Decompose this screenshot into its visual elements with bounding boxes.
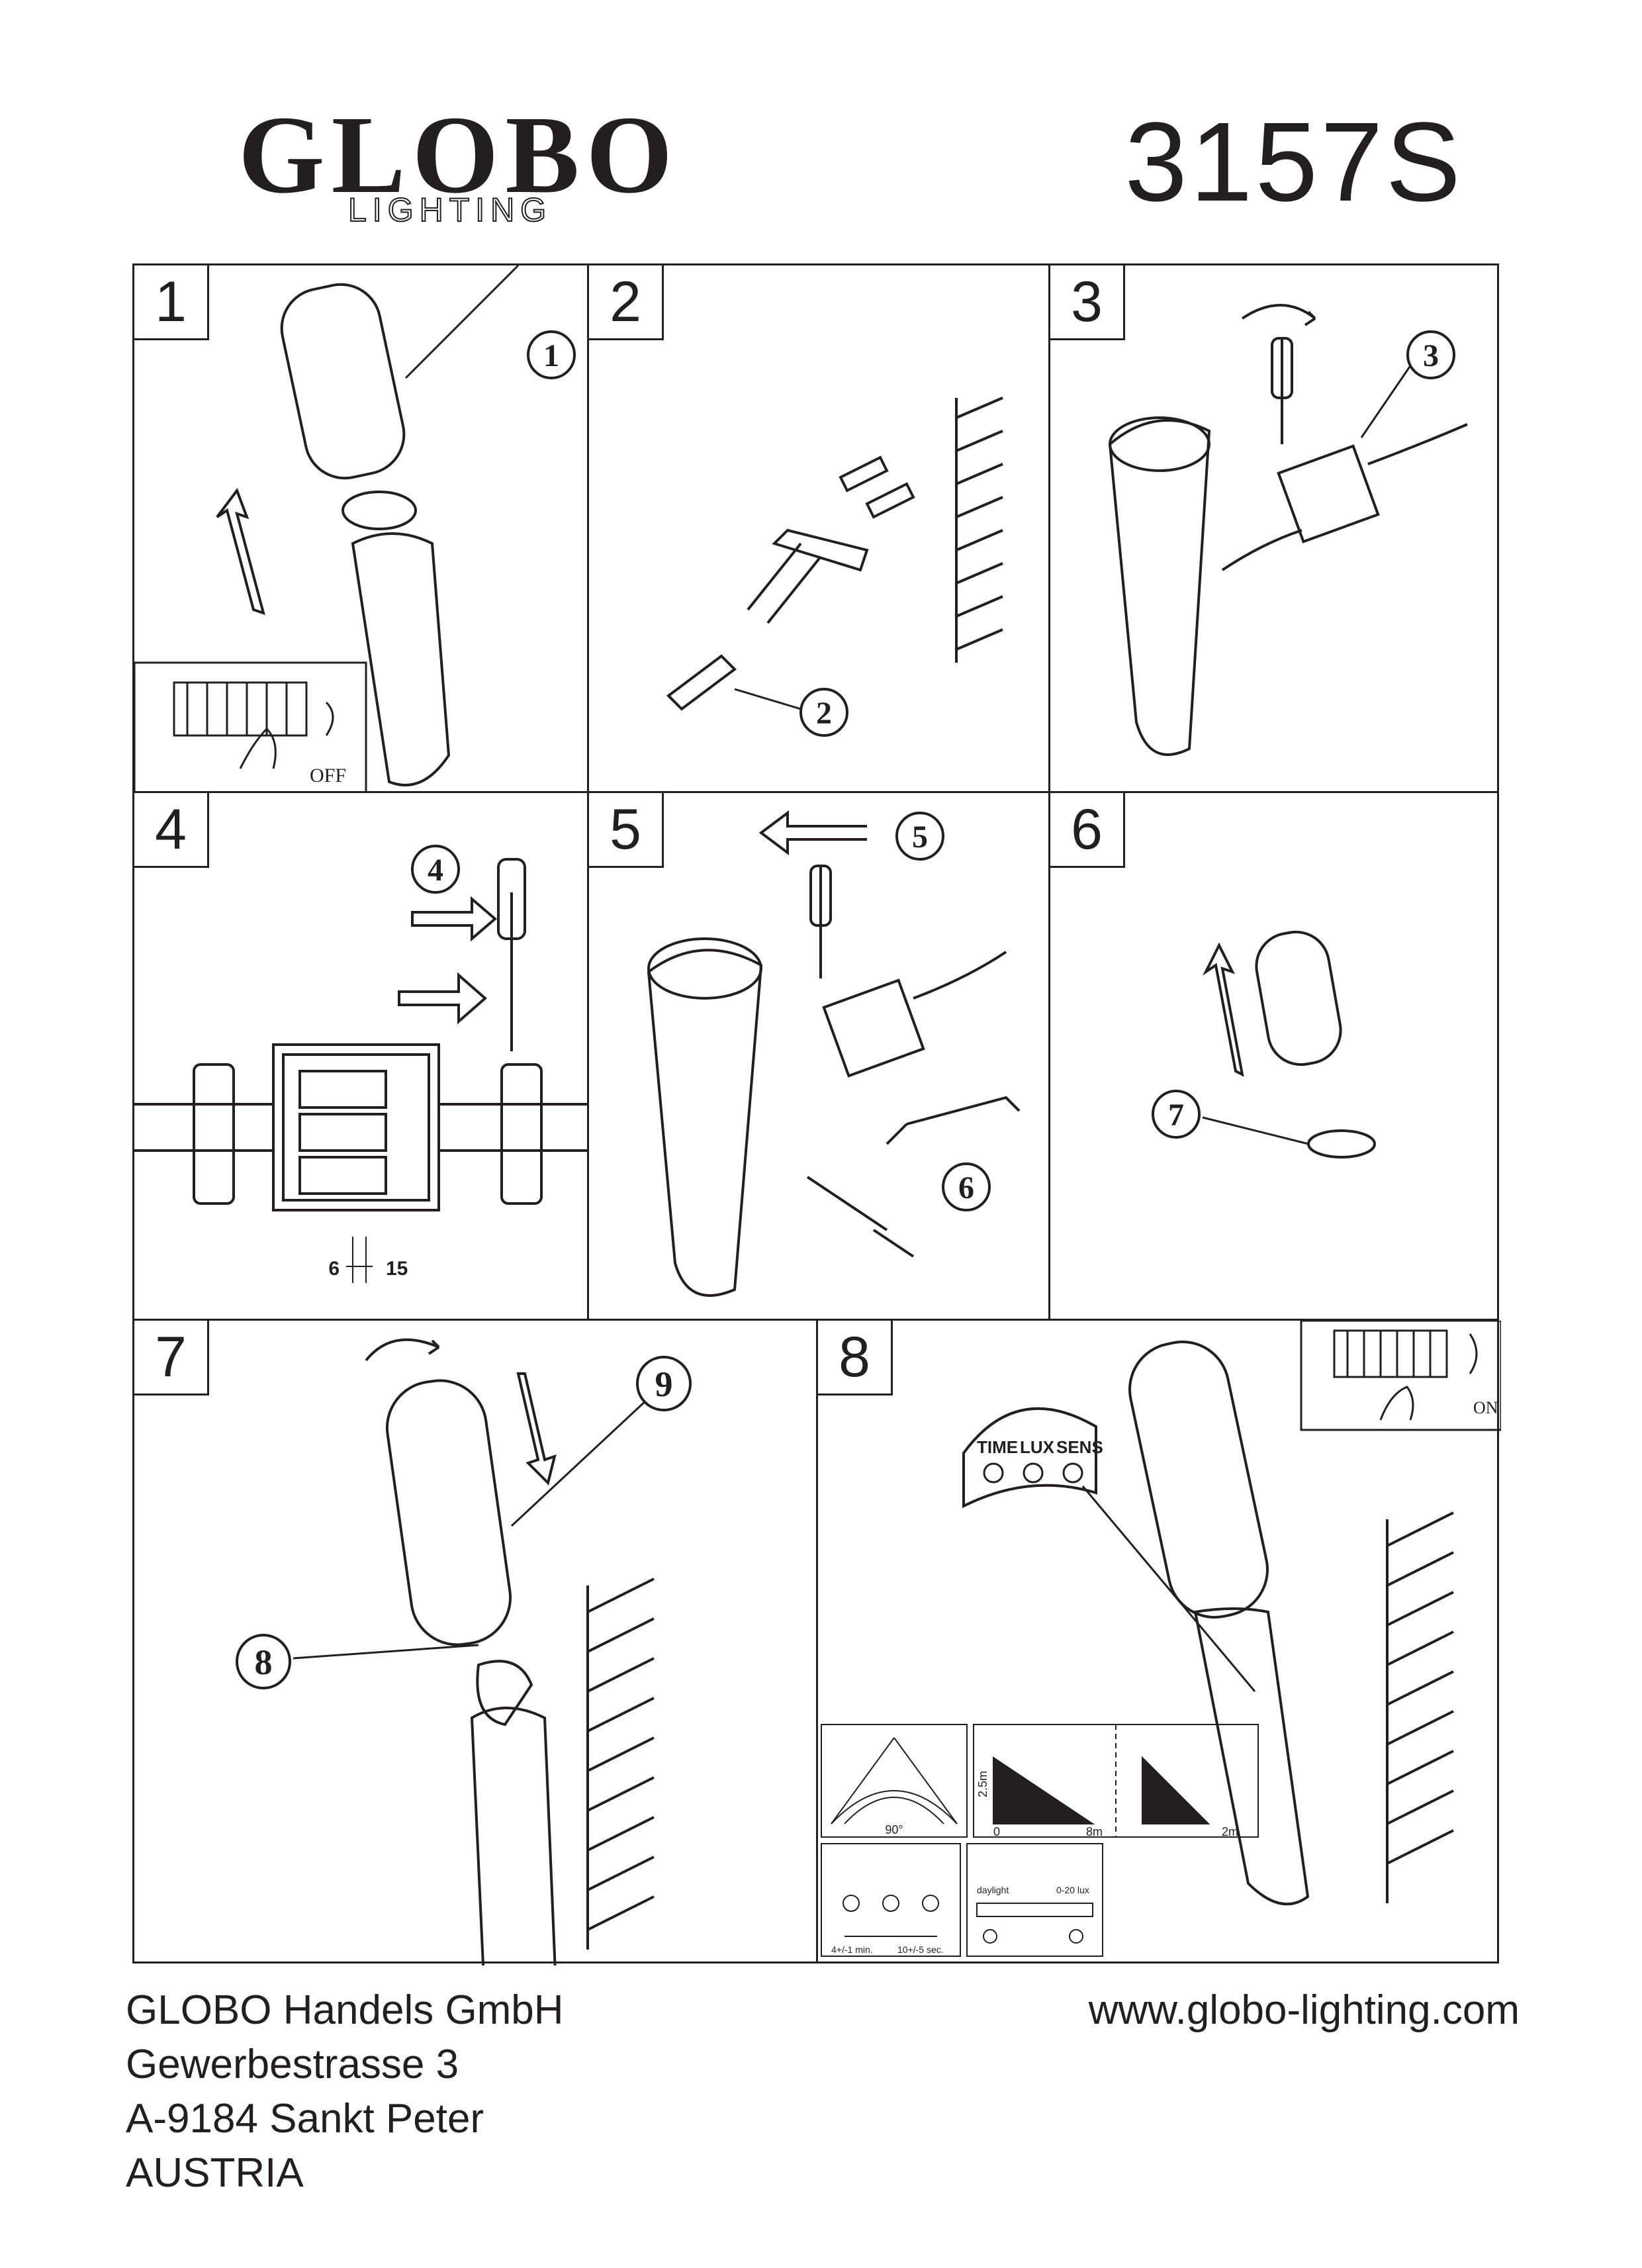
- step-5-panel: 5 5 6: [587, 791, 1050, 1321]
- company-website[interactable]: www.globo-lighting.com: [1088, 1987, 1520, 2033]
- callout-6: 6: [958, 1170, 974, 1205]
- callout-3-circle: [1406, 330, 1455, 379]
- callout-6-circle: [942, 1162, 991, 1211]
- step-4-panel: 4: [132, 791, 591, 1321]
- step-1-number: 1: [132, 263, 209, 340]
- callout-4-circle: [411, 845, 460, 894]
- lux-daylight: daylight: [977, 1885, 1009, 1895]
- step-3-illustration: 3: [1108, 304, 1468, 756]
- step-8-illustration: ON TIME LUX SENS 90°: [821, 1321, 1501, 1957]
- step-3-panel: 3 3: [1048, 263, 1499, 793]
- callout-7: 7: [1168, 1098, 1184, 1133]
- step-6-panel: 6 7: [1048, 791, 1499, 1321]
- sens-knob-label: SENS: [1056, 1437, 1103, 1457]
- step-6-number: 6: [1048, 791, 1125, 868]
- dimension-connector: 15: [386, 1258, 408, 1280]
- callout-2-circle: [799, 688, 848, 737]
- step-1-illustration: OFF 1: [134, 265, 576, 795]
- step-6-illustration: 7: [1152, 930, 1376, 1158]
- lux-range: 0-20 lux: [1056, 1885, 1089, 1895]
- sens-knob-icon: [1062, 1462, 1083, 1484]
- dimension-strip: 6: [328, 1258, 340, 1280]
- callout-5: 5: [912, 820, 928, 855]
- detection-angle: 90°: [885, 1823, 903, 1836]
- range-origin: 0: [993, 1825, 1000, 1838]
- step-2-number: 2: [587, 263, 664, 340]
- callout-9: 9: [655, 1364, 673, 1404]
- model-number: 3157S: [1124, 99, 1463, 225]
- step-1-panel: 1 OFF: [132, 263, 589, 795]
- range-max: 8m: [1086, 1825, 1103, 1838]
- callout-3: 3: [1423, 338, 1439, 373]
- time-knob-label: TIME: [977, 1437, 1018, 1457]
- callout-9-circle: [636, 1356, 692, 1411]
- step-8-panel: 8: [816, 1319, 1501, 1963]
- callout-4: 4: [428, 853, 443, 888]
- lux-setting-diagram: [966, 1843, 1103, 1957]
- brand-logo: GLOBO: [238, 93, 680, 216]
- step-7-illustration: 9 8: [236, 1338, 692, 1965]
- step-4-number: 4: [132, 791, 209, 868]
- steps-grid: 1 OFF: [132, 263, 1501, 1965]
- step-5-illustration: 5 6: [647, 810, 1021, 1297]
- switch-on-label: ON: [1473, 1398, 1498, 1417]
- company-country: AUSTRIA: [126, 2150, 304, 2196]
- step-7-panel: 7: [132, 1319, 818, 1965]
- time-knob-icon: [983, 1462, 1004, 1484]
- lux-knob-label: LUX: [1020, 1437, 1055, 1457]
- breaker-inset-on: [1300, 1321, 1501, 1431]
- wall-hatching: [587, 1578, 655, 1931]
- step-7-number: 7: [132, 1319, 209, 1395]
- step-2-panel: 2 2: [587, 263, 1050, 793]
- time-min: 4+/-1 min.: [831, 1944, 873, 1955]
- callout-1-circle: [527, 330, 576, 379]
- detection-range-diagram: [973, 1724, 1259, 1838]
- step-5-number: 5: [587, 791, 664, 868]
- wall-hatching: [1387, 1511, 1454, 1865]
- step-3-number: 3: [1048, 263, 1125, 340]
- callout-7-circle: [1152, 1090, 1201, 1139]
- callout-8: 8: [255, 1642, 273, 1682]
- company-city: A-9184 Sankt Peter: [126, 2096, 484, 2142]
- detection-angle-diagram: [821, 1724, 968, 1838]
- range-min: 2m: [1222, 1825, 1238, 1838]
- company-name: GLOBO Handels GmbH: [126, 1987, 564, 2033]
- callout-8-circle: [236, 1634, 291, 1689]
- time-max: 10+/-5 sec.: [897, 1944, 944, 1955]
- brand-subtitle: LIGHTING: [347, 191, 553, 228]
- step-8-number: 8: [816, 1319, 893, 1395]
- time-setting-diagram: [821, 1843, 961, 1957]
- company-address: GLOBO Handels GmbH Gewerbestrasse 3 A-91…: [126, 1983, 564, 2200]
- breaker-inset: [134, 661, 367, 795]
- wall-hatching: [956, 397, 1003, 651]
- lux-knob-icon: [1023, 1462, 1044, 1484]
- step-4-illustration: 6 15 4: [134, 845, 591, 1283]
- callout-2: 2: [816, 696, 832, 731]
- detection-height: 2.5m: [976, 1771, 989, 1797]
- switch-off-label: OFF: [310, 765, 346, 786]
- company-street: Gewerbestrasse 3: [126, 2042, 459, 2087]
- callout-5-circle: [895, 812, 944, 861]
- step-2-illustration: 2: [666, 397, 1003, 737]
- callout-1: 1: [543, 338, 559, 373]
